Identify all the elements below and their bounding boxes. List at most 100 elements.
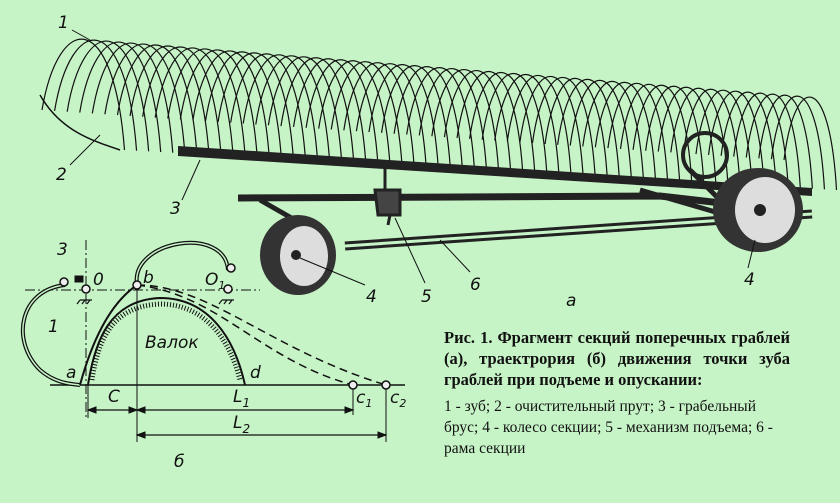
rake-tooth xyxy=(393,66,463,170)
caption-legend: 1 - зуб; 2 - очистительный прут; 3 - гра… xyxy=(444,398,773,457)
section-wheel-right xyxy=(713,168,803,252)
rake-teeth-cylinder xyxy=(41,38,838,191)
point-b xyxy=(132,280,142,290)
label-2: 2 xyxy=(56,165,67,185)
rake-tooth xyxy=(468,71,536,174)
rake-tooth xyxy=(418,68,488,171)
rake-tooth xyxy=(292,58,367,164)
label-3: 3 xyxy=(170,199,181,219)
point-c1 xyxy=(348,380,358,390)
rake-tooth xyxy=(657,86,717,184)
label-O: 0 xyxy=(93,270,104,290)
rake-tooth xyxy=(506,74,572,176)
point-3 xyxy=(59,277,69,287)
rake-tooth xyxy=(707,90,765,186)
rake-tooth xyxy=(783,96,838,191)
rake-tooth xyxy=(204,51,282,159)
rake-tooth xyxy=(519,75,584,176)
rake-tooth xyxy=(745,93,801,189)
label-d: d xyxy=(250,363,261,383)
windrow-hatch xyxy=(89,301,243,381)
trajectory-diagram xyxy=(20,240,405,442)
caption-title: Рис. 1. Фрагмент секций поперечных грабл… xyxy=(444,328,790,389)
rake-tooth xyxy=(41,38,126,151)
rake-tooth xyxy=(494,73,560,175)
rake-tooth xyxy=(720,91,777,187)
label-5: 5 xyxy=(421,287,432,307)
rake-tooth xyxy=(179,49,258,158)
part-b-label: б xyxy=(174,452,184,472)
rake-tooth xyxy=(758,94,813,189)
rake-tooth xyxy=(318,60,391,165)
label-b: b xyxy=(143,268,154,288)
rake-tooth xyxy=(569,79,632,179)
rake-tooth xyxy=(242,54,319,161)
rake-tooth xyxy=(456,70,524,173)
rake-tooth xyxy=(217,52,295,160)
rake-tooth xyxy=(267,56,343,163)
rake-tooth xyxy=(79,41,162,153)
rake-tooth xyxy=(481,72,548,174)
section-wheel-left xyxy=(260,215,336,295)
label-L1: L1 xyxy=(233,387,250,410)
rake-tooth xyxy=(66,40,150,152)
label-1-bottom: 1 xyxy=(48,317,59,337)
label-valok: Валок xyxy=(145,333,199,353)
label-c1: c1 xyxy=(356,388,372,410)
label-O1: O1 xyxy=(205,270,225,292)
lift-wheel xyxy=(681,131,729,179)
label-a: a xyxy=(66,363,76,383)
label-c2: c2 xyxy=(390,388,406,410)
rake-tooth xyxy=(91,42,174,153)
windrow xyxy=(87,296,246,386)
rake-tooth xyxy=(355,63,427,167)
rake-tooth xyxy=(443,69,512,172)
trajectory-c2 xyxy=(136,284,387,386)
rake-tooth xyxy=(368,64,439,168)
rake-tooth xyxy=(531,76,596,177)
label-C: C xyxy=(108,387,120,407)
rake-tooth xyxy=(230,53,307,161)
point-c2 xyxy=(381,380,391,390)
rake-tooth xyxy=(192,50,270,159)
trajectory-a-b xyxy=(79,284,138,386)
rake-tooth xyxy=(330,61,403,166)
rake-tooth xyxy=(431,69,500,172)
rake-tooth xyxy=(380,65,451,169)
rake-tooth xyxy=(53,39,138,151)
label-4: 4 xyxy=(366,287,377,307)
rake-tooth xyxy=(733,92,789,188)
rake-tooth xyxy=(406,67,476,170)
rake-tooth xyxy=(142,46,222,156)
rake-tooth xyxy=(280,57,355,163)
tooth-raised-inner xyxy=(136,242,229,286)
rake-tooth xyxy=(582,80,645,180)
rake-tooth xyxy=(770,95,826,190)
part-a-label: а xyxy=(566,291,576,311)
rake-tooth xyxy=(116,44,198,155)
rake-bar xyxy=(178,146,812,196)
label-1: 1 xyxy=(58,13,69,33)
rake-tooth xyxy=(154,47,234,157)
label-L2: L2 xyxy=(233,413,250,436)
lift-mechanism xyxy=(373,165,402,226)
support-hatch xyxy=(76,299,234,305)
rake-tooth xyxy=(255,55,331,162)
tooth-1-inner xyxy=(22,284,81,386)
rake-tooth xyxy=(305,59,379,165)
trajectory-c1 xyxy=(136,284,354,386)
rake-tooth xyxy=(645,85,705,183)
cleaning-rod xyxy=(39,94,121,151)
pivot-O xyxy=(81,284,91,294)
rake-tooth xyxy=(619,84,681,182)
rake-tooth xyxy=(557,78,620,178)
rake-tooth xyxy=(167,48,246,157)
label-3-bottom: 3 xyxy=(57,240,68,260)
rake-tooth xyxy=(343,62,415,167)
rake-tooth xyxy=(594,81,657,180)
rake-tooth xyxy=(544,77,608,178)
rake-tooth xyxy=(104,43,186,154)
figure-caption: Рис. 1. Фрагмент секций поперечных грабл… xyxy=(444,327,790,459)
label-4-right: 4 xyxy=(744,270,755,290)
